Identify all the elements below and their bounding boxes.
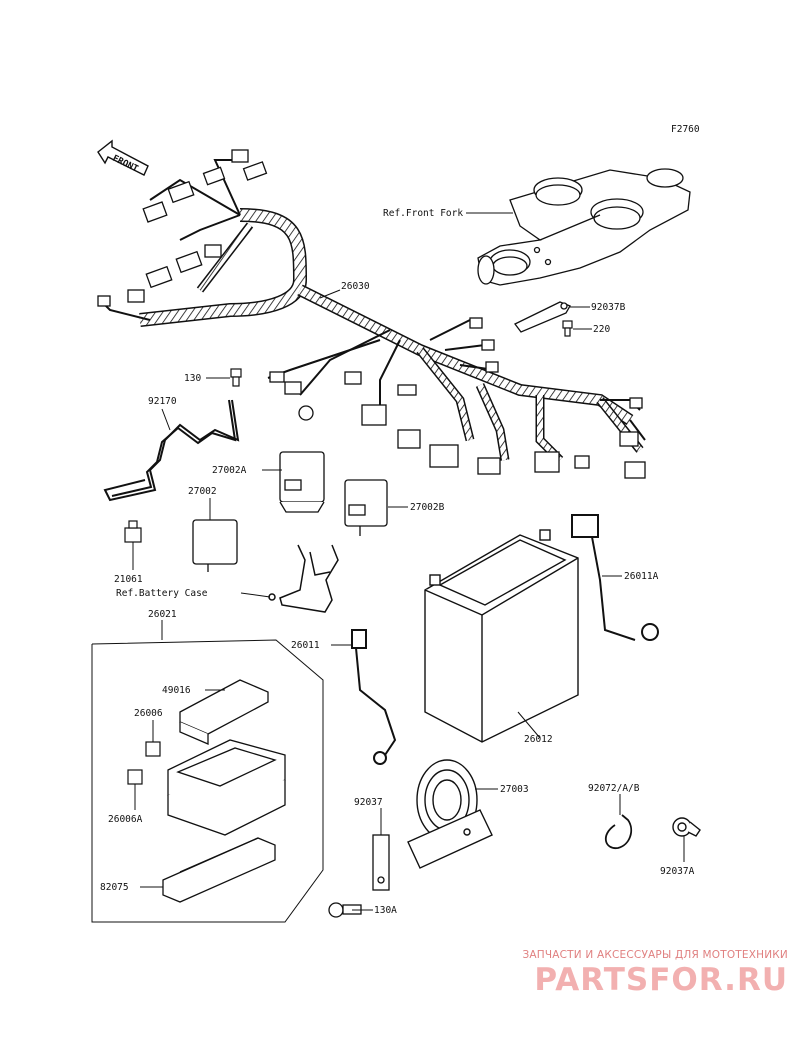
clamp-92072	[605, 814, 632, 849]
part-21061	[124, 520, 142, 543]
label-ref-front-fork: Ref.Front Fork	[383, 208, 463, 219]
label-130a: 130A	[374, 905, 397, 916]
label-92037: 92037	[354, 797, 383, 808]
label-27003: 27003	[500, 784, 529, 795]
front-arrow-icon: FRONT	[97, 139, 149, 176]
label-92037b: 92037B	[591, 302, 626, 313]
fuse-box	[167, 739, 286, 836]
fuse-26006a	[127, 769, 143, 785]
wiring-harness	[99, 159, 646, 464]
relay-27002a	[279, 451, 325, 513]
fuse-group-outline	[91, 639, 324, 923]
label-26006: 26006	[134, 708, 163, 719]
label-82075: 82075	[100, 882, 129, 893]
label-27002b: 27002B	[410, 502, 445, 513]
cover-49016	[179, 679, 269, 745]
bolt-130	[230, 368, 242, 387]
label-21061: 21061	[114, 574, 143, 585]
relay-27002	[192, 519, 238, 572]
label-26006a: 26006A	[108, 814, 143, 825]
cable-26011	[351, 629, 397, 765]
label-92170: 92170	[148, 396, 177, 407]
diagram-code: F2760	[671, 124, 700, 135]
front-fork-bracket	[477, 168, 691, 286]
harness-connectors	[97, 149, 646, 479]
label-26011a: 26011A	[624, 571, 659, 582]
horn-27003	[407, 759, 493, 869]
watermark-tagline: ЗАПЧАСТИ И АКСЕССУАРЫ ДЛЯ МОТОТЕХНИКИ	[522, 949, 788, 961]
label-27002: 27002	[188, 486, 217, 497]
watermark-logo: PARTSFOR.RU	[534, 962, 788, 998]
screw-220	[562, 320, 573, 337]
label-26030: 26030	[341, 281, 370, 292]
label-27002a: 27002A	[212, 465, 247, 476]
clamp-92037a	[672, 817, 701, 837]
label-26012: 26012	[524, 734, 553, 745]
label-26011: 26011	[291, 640, 320, 651]
label-92037a: 92037A	[660, 866, 695, 877]
cover-82075	[162, 837, 276, 903]
fuse-26006	[145, 741, 161, 757]
relay-27002b	[344, 479, 388, 536]
label-49016: 49016	[162, 685, 191, 696]
battery-26012	[424, 529, 579, 743]
label-26021: 26021	[148, 609, 177, 620]
bracket-92037	[372, 834, 390, 891]
bracket-92170	[103, 399, 240, 502]
label-92072: 92072/A/B	[588, 783, 640, 794]
label-ref-battery-case: Ref.Battery Case	[116, 588, 208, 599]
battery-case-bracket	[268, 544, 339, 613]
clamp-92037b	[514, 301, 571, 333]
label-130: 130	[184, 373, 201, 384]
cable-26011a	[571, 514, 659, 641]
label-220: 220	[593, 324, 610, 335]
